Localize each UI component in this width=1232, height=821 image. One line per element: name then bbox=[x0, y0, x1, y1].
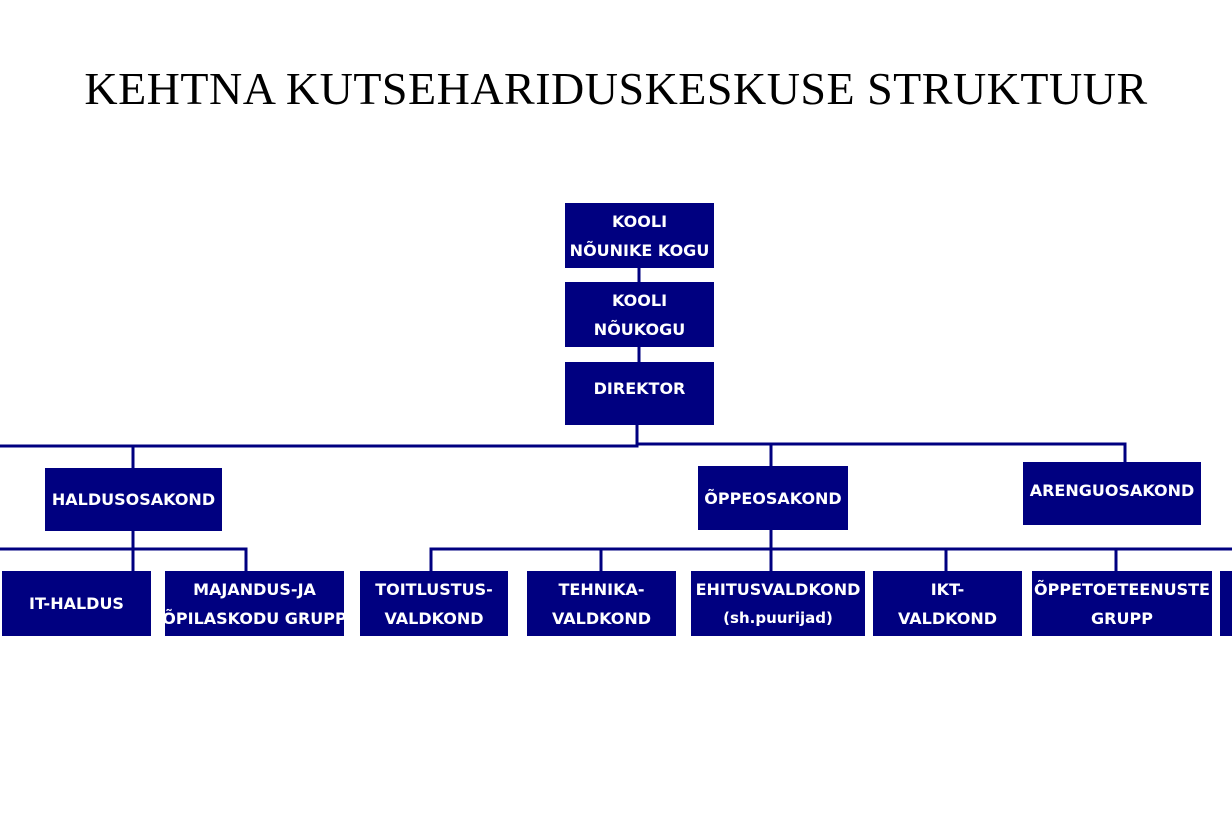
box-direktor: DIREKTOR bbox=[565, 362, 714, 425]
box-majandus-line1: MAJANDUS-JA bbox=[193, 579, 316, 599]
box-ehitusvaldkond: EHITUSVALDKOND (sh.puurijad) bbox=[691, 571, 865, 636]
box-majandus-ja-opilaskodu-grupp: MAJANDUS-JA ÕPILASKODU GRUPP bbox=[165, 571, 344, 636]
box-arenguosakond: ARENGUOSAKOND bbox=[1023, 462, 1201, 525]
box-oppetoeteenuste-grupp: ÕPPETOETEENUSTE GRUPP bbox=[1032, 571, 1212, 636]
box-ehitus-line1: EHITUSVALDKOND bbox=[695, 579, 861, 599]
box-oppetoeteenuste-line2: GRUPP bbox=[1091, 608, 1153, 628]
box-ikt-line2: VALDKOND bbox=[897, 608, 998, 628]
box-toitlustusvaldkond: TOITLUSTUS- VALDKOND bbox=[360, 571, 508, 636]
box-oppeosakond-label: ÕPPEOSAKOND bbox=[704, 488, 842, 508]
box-kooli-noukogu-line1: KOOLI bbox=[611, 290, 668, 310]
box-kooli-noukogu: KOOLI NÕUKOGU bbox=[565, 282, 714, 347]
box-ikt-line1: IKT- bbox=[930, 579, 965, 599]
box-kooli-nounike-kogu-line2: NÕUNIKE KOGU bbox=[569, 240, 710, 260]
box-ikt-valdkond: IKT- VALDKOND bbox=[873, 571, 1022, 636]
box-it-haldus-label: IT-HALDUS bbox=[29, 594, 124, 613]
box-toitlustus-line2: VALDKOND bbox=[384, 608, 484, 628]
box-haldusosakond-label: HALDUSOSAKOND bbox=[51, 490, 216, 509]
box-tehnika-line1: TEHNIKA- bbox=[558, 579, 645, 599]
box-haldusosakond: HALDUSOSAKOND bbox=[45, 468, 222, 531]
box-majandus-line2: ÕPILASKODU GRUPP bbox=[165, 608, 344, 628]
box-oppeosakond: ÕPPEOSAKOND bbox=[698, 466, 848, 530]
box-kooli-nounike-kogu: KOOLI NÕUNIKE KOGU bbox=[565, 203, 714, 268]
box-direktor-label: DIREKTOR bbox=[593, 379, 686, 398]
box-tehnikavaldkond: TEHNIKA- VALDKOND bbox=[527, 571, 676, 636]
box-cutoff-right-edge bbox=[1220, 571, 1232, 636]
page-title: KEHTNA KUTSEHARIDUSKESKUSE STRUKTUUR bbox=[84, 63, 1148, 114]
box-ehitus-line2: (sh.puurijad) bbox=[723, 608, 833, 627]
box-oppetoeteenuste-line1: ÕPPETOETEENUSTE bbox=[1034, 579, 1210, 599]
box-kooli-noukogu-line2: NÕUKOGU bbox=[593, 319, 686, 339]
box-toitlustus-line1: TOITLUSTUS- bbox=[375, 579, 493, 599]
box-it-haldus: IT-HALDUS bbox=[2, 571, 151, 636]
box-kooli-nounike-kogu-line1: KOOLI bbox=[611, 211, 668, 231]
box-tehnika-line2: VALDKOND bbox=[551, 608, 652, 628]
box-arenguosakond-label: ARENGUOSAKOND bbox=[1029, 481, 1195, 500]
